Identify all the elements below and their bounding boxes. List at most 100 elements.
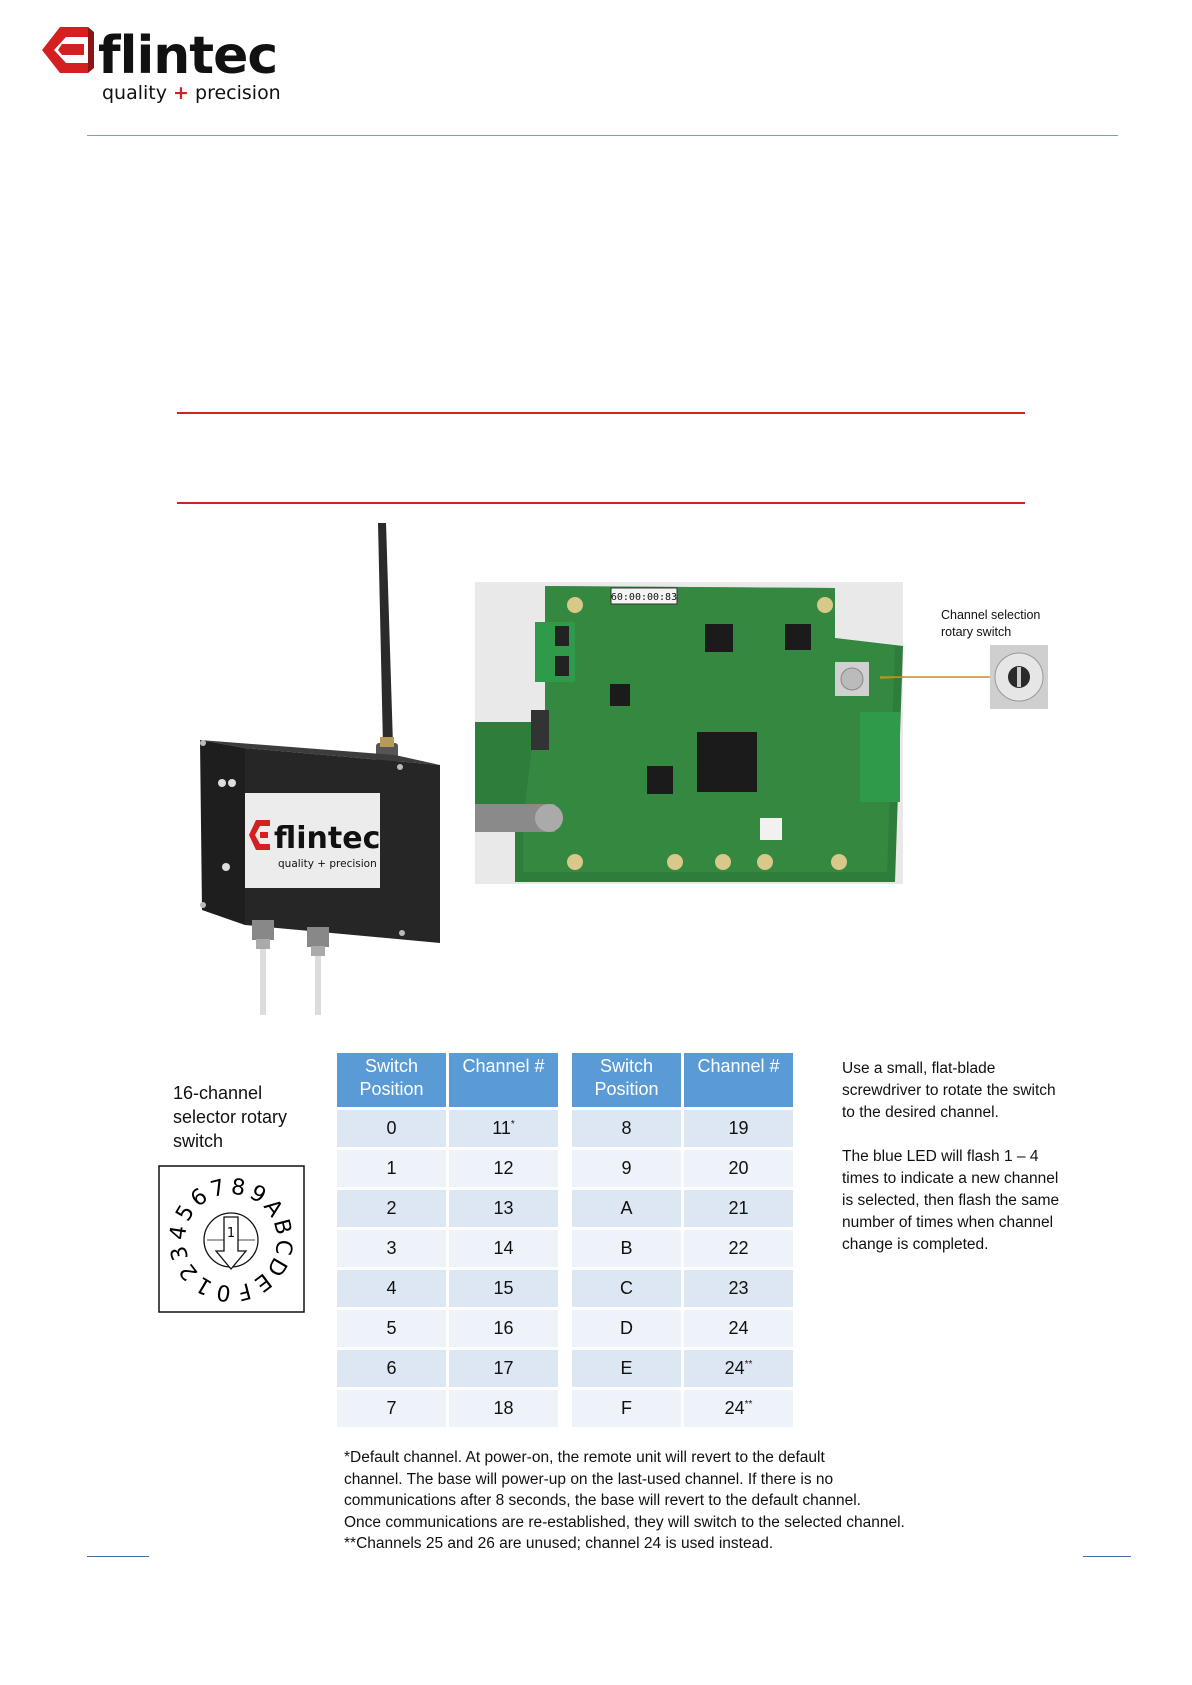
side-note-2-line-3: is selected, then flash the same <box>842 1192 1060 1209</box>
device-label-tagline: quality + precision <box>278 858 377 870</box>
switch-position-cell: 3 <box>337 1230 446 1267</box>
table2-header-position: Switch Position <box>572 1053 681 1107</box>
device-label-logo-icon <box>249 820 270 850</box>
header-divider <box>87 135 1118 136</box>
switch-position-cell: 5 <box>337 1310 446 1347</box>
switch-position-cell: 7 <box>337 1390 446 1427</box>
device-label-brand: flintec <box>274 821 380 856</box>
side-note-1-line-1: Use a small, flat-blade <box>842 1060 996 1077</box>
footnote-line-5: **Channels 25 and 26 are unused; channel… <box>344 1535 774 1552</box>
board-callout: Channel selection rotary switch <box>941 607 1040 641</box>
board-callout-line-2: rotary switch <box>941 625 1012 639</box>
dial-pointer-arrow-icon <box>214 1216 248 1271</box>
table-row: 5 16 <box>337 1310 558 1347</box>
footnote-marker: ** <box>744 1359 753 1370</box>
channel-value: 12 <box>493 1158 514 1178</box>
side-note-2-line-4: number of times when channel <box>842 1214 1054 1231</box>
footnote-line-3: communications after 8 seconds, the base… <box>344 1492 861 1509</box>
dial-digit: 8 <box>230 1175 247 1202</box>
channel-cell: 16 <box>449 1310 558 1347</box>
channel-cell: 17 <box>449 1350 558 1387</box>
table-row: D 24 <box>572 1310 793 1347</box>
channel-cell: 21 <box>684 1190 793 1227</box>
channel-value: 20 <box>728 1158 749 1178</box>
channel-cell: 14 <box>449 1230 558 1267</box>
channel-cell: 13 <box>449 1190 558 1227</box>
switch-position-cell: 9 <box>572 1150 681 1187</box>
channel-value: 17 <box>493 1358 514 1378</box>
channel-value: 24 <box>724 1398 745 1418</box>
channel-value: 21 <box>728 1198 749 1218</box>
table1-header-channel: Channel # <box>449 1053 558 1107</box>
side-note-1-line-3: to the desired channel. <box>842 1104 999 1121</box>
switch-position-cell: C <box>572 1270 681 1307</box>
table1-header-position: Switch Position <box>337 1053 446 1107</box>
channel-cell: 19 <box>684 1110 793 1147</box>
channel-value: 24 <box>728 1318 749 1338</box>
switch-caption: 16-channel selector rotary switch <box>173 1081 287 1153</box>
table-row: 9 20 <box>572 1150 793 1187</box>
switch-position-cell: 1 <box>337 1150 446 1187</box>
switch-position-cell: B <box>572 1230 681 1267</box>
table-row: 7 18 <box>337 1390 558 1427</box>
switch-position-cell: 0 <box>337 1110 446 1147</box>
side-note-2-line-5: change is completed. <box>842 1236 989 1253</box>
channel-cell: 20 <box>684 1150 793 1187</box>
dial-digit: 4 <box>166 1224 193 1241</box>
channel-value: 16 <box>493 1318 514 1338</box>
channel-cell: 12 <box>449 1150 558 1187</box>
switch-position-cell: E <box>572 1350 681 1387</box>
footnotes: *Default channel. At power-on, the remot… <box>344 1447 964 1555</box>
dial-pointer-mark: 1 <box>227 1226 235 1241</box>
channel-value: 15 <box>493 1278 514 1298</box>
switch-position-cell: 6 <box>337 1350 446 1387</box>
callout-line <box>880 676 990 678</box>
channel-cell: 24** <box>684 1350 793 1387</box>
channel-value: 23 <box>728 1278 749 1298</box>
flintec-logo: flintec quality + precision <box>42 26 281 104</box>
channel-cell: 22 <box>684 1230 793 1267</box>
dial-digit: F <box>235 1277 254 1304</box>
footnote-line-4: Once communications are re-established, … <box>344 1513 905 1531</box>
table2-header-channel: Channel # <box>684 1053 793 1107</box>
table-row: A 21 <box>572 1190 793 1227</box>
footer-rule-right <box>1083 1556 1131 1557</box>
footnote-line-2: channel. The base will power-up on the l… <box>344 1470 834 1488</box>
red-rule-bottom <box>177 502 1025 504</box>
device-enclosure-photo: flintec quality + precision <box>200 523 440 1015</box>
switch-caption-line-1: 16-channel <box>173 1083 263 1103</box>
table-row: 4 15 <box>337 1270 558 1307</box>
switch-caption-line-2: selector rotary <box>173 1107 288 1127</box>
table-row: C 23 <box>572 1270 793 1307</box>
rotary-switch-closeup-photo <box>990 645 1048 709</box>
switch-position-cell: D <box>572 1310 681 1347</box>
channel-value: 19 <box>728 1118 749 1138</box>
dial-digit: C <box>270 1238 297 1257</box>
footer-rule-left <box>87 1556 149 1557</box>
side-note-screwdriver: Use a small, flat-blade screwdriver to r… <box>842 1058 1102 1124</box>
switch-position-cell: 4 <box>337 1270 446 1307</box>
channel-cell: 11* <box>449 1110 558 1147</box>
channel-value: 18 <box>493 1398 514 1418</box>
side-note-2-line-1: The blue LED will flash 1 – 4 <box>842 1148 1039 1165</box>
switch-position-cell: 2 <box>337 1190 446 1227</box>
dial-digit: 7 <box>208 1175 228 1203</box>
switch-position-cell: A <box>572 1190 681 1227</box>
footnote-line-1: *Default channel. At power-on, the remot… <box>344 1449 825 1466</box>
footnote-marker: ** <box>744 1399 753 1410</box>
channel-cell: 24 <box>684 1310 793 1347</box>
side-note-2-line-2: times to indicate a new channel <box>842 1170 1059 1187</box>
logo-tagline: quality + precision <box>102 82 281 104</box>
red-rule-top <box>177 412 1025 414</box>
channel-value: 11 <box>492 1118 511 1138</box>
dial-digit: 3 <box>166 1243 194 1263</box>
